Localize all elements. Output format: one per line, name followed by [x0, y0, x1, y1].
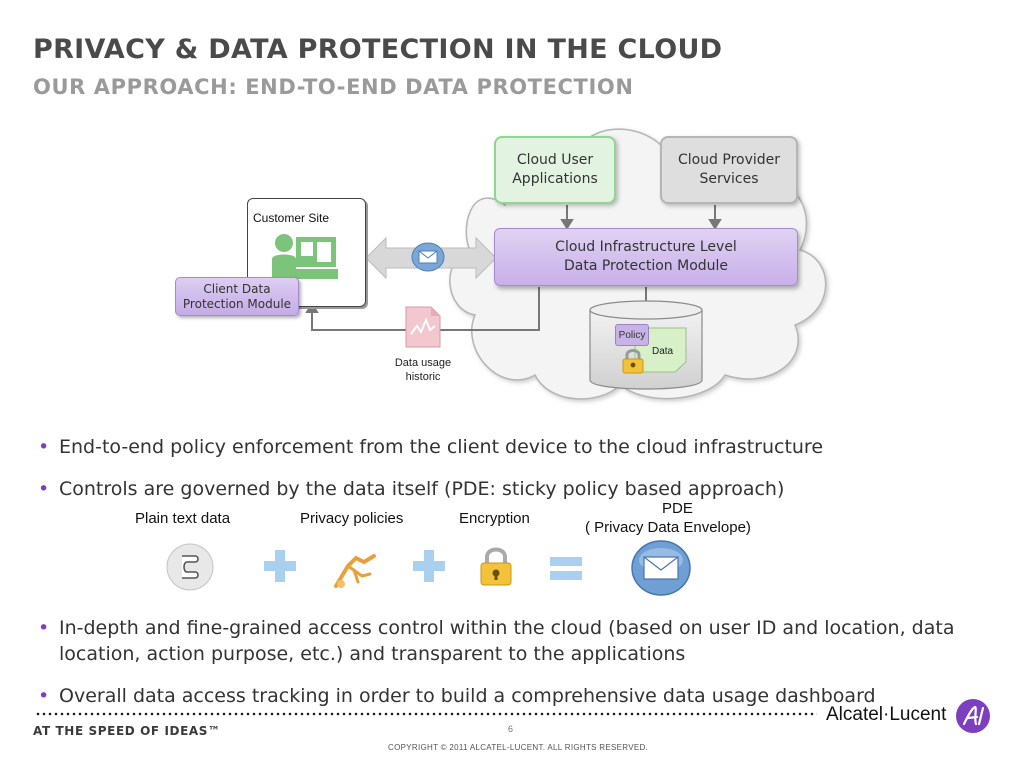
data-label: Data [652, 346, 674, 357]
bullet-1: • End-to-end policy enforcement from the… [38, 434, 998, 460]
page-title: PRIVACY & DATA PROTECTION IN THE CLOUD [33, 34, 723, 65]
mail-icon [411, 242, 445, 272]
copyright-notice: COPYRIGHT © 2011 ALCATEL-LUCENT. ALL RIG… [388, 743, 649, 752]
policy-label: Policy [618, 329, 646, 341]
pde-caption: PDE [662, 500, 693, 517]
bullet-dot: • [38, 478, 50, 500]
page-number: 6 [508, 724, 514, 734]
brand-name: Alcatel·Lucent [826, 704, 947, 725]
client-data-protection-module-label: Client Data Protection Module [182, 281, 292, 311]
envelope-globe-icon [631, 540, 691, 596]
footer-divider [35, 712, 817, 716]
client-data-protection-module-box: Client Data Protection Module [175, 277, 299, 316]
equals-icon [550, 557, 582, 580]
architecture-diagram: Cloud User Applications Cloud Provider S… [170, 110, 850, 410]
plus-icon [413, 550, 445, 582]
cloud-user-applications-label: Cloud User Applications [512, 152, 598, 187]
lock-icon [622, 349, 644, 374]
cloud-user-applications-box: Cloud User Applications [494, 136, 616, 204]
cloud-infrastructure-module-box: Cloud Infrastructure Level Data Protecti… [494, 228, 798, 286]
privacy-policies-caption: Privacy policies [300, 510, 404, 527]
customer-site-label: Customer Site [253, 211, 330, 225]
policy-box: Policy [615, 324, 649, 346]
customer-site-icon [272, 234, 338, 279]
bullet-2-text: Controls are governed by the data itself… [59, 478, 785, 500]
cloud-infrastructure-module-label: Cloud Infrastructure Level Data Protecti… [555, 239, 737, 274]
bullet-4-text: Overall data access tracking in order to… [59, 685, 876, 707]
key-icon [334, 554, 376, 588]
bullet-dot: • [38, 617, 50, 639]
bullet-1-text: End-to-end policy enforcement from the c… [59, 436, 824, 458]
pde-full-caption: ( Privacy Data Envelope) [585, 519, 751, 536]
bullet-4: • Overall data access tracking in order … [38, 683, 998, 709]
bullet-2: • Controls are governed by the data itse… [38, 476, 998, 502]
plus-icon [264, 550, 296, 582]
plain-text-data-caption: Plain text data [135, 510, 231, 527]
footer-tagline: AT THE SPEED OF IDEAS™ [33, 724, 221, 738]
scroll-icon [166, 543, 214, 591]
alcatel-logo-icon [956, 699, 990, 733]
bullet-dot: • [38, 436, 50, 458]
data-usage-historic-label: Data usage historic [394, 357, 452, 383]
encryption-caption: Encryption [459, 510, 530, 527]
bullet-3: • In-depth and fine-grained access contr… [38, 615, 1018, 667]
document-icon [405, 306, 441, 348]
bullet-3-text: In-depth and fine-grained access control… [59, 617, 955, 665]
lock-icon [480, 547, 512, 586]
cloud-provider-services-box: Cloud Provider Services [660, 136, 798, 204]
bullet-dot: • [38, 685, 50, 707]
cloud-provider-services-label: Cloud Provider Services [677, 152, 781, 187]
page-subtitle: OUR APPROACH: END-TO-END DATA PROTECTION [33, 75, 634, 99]
